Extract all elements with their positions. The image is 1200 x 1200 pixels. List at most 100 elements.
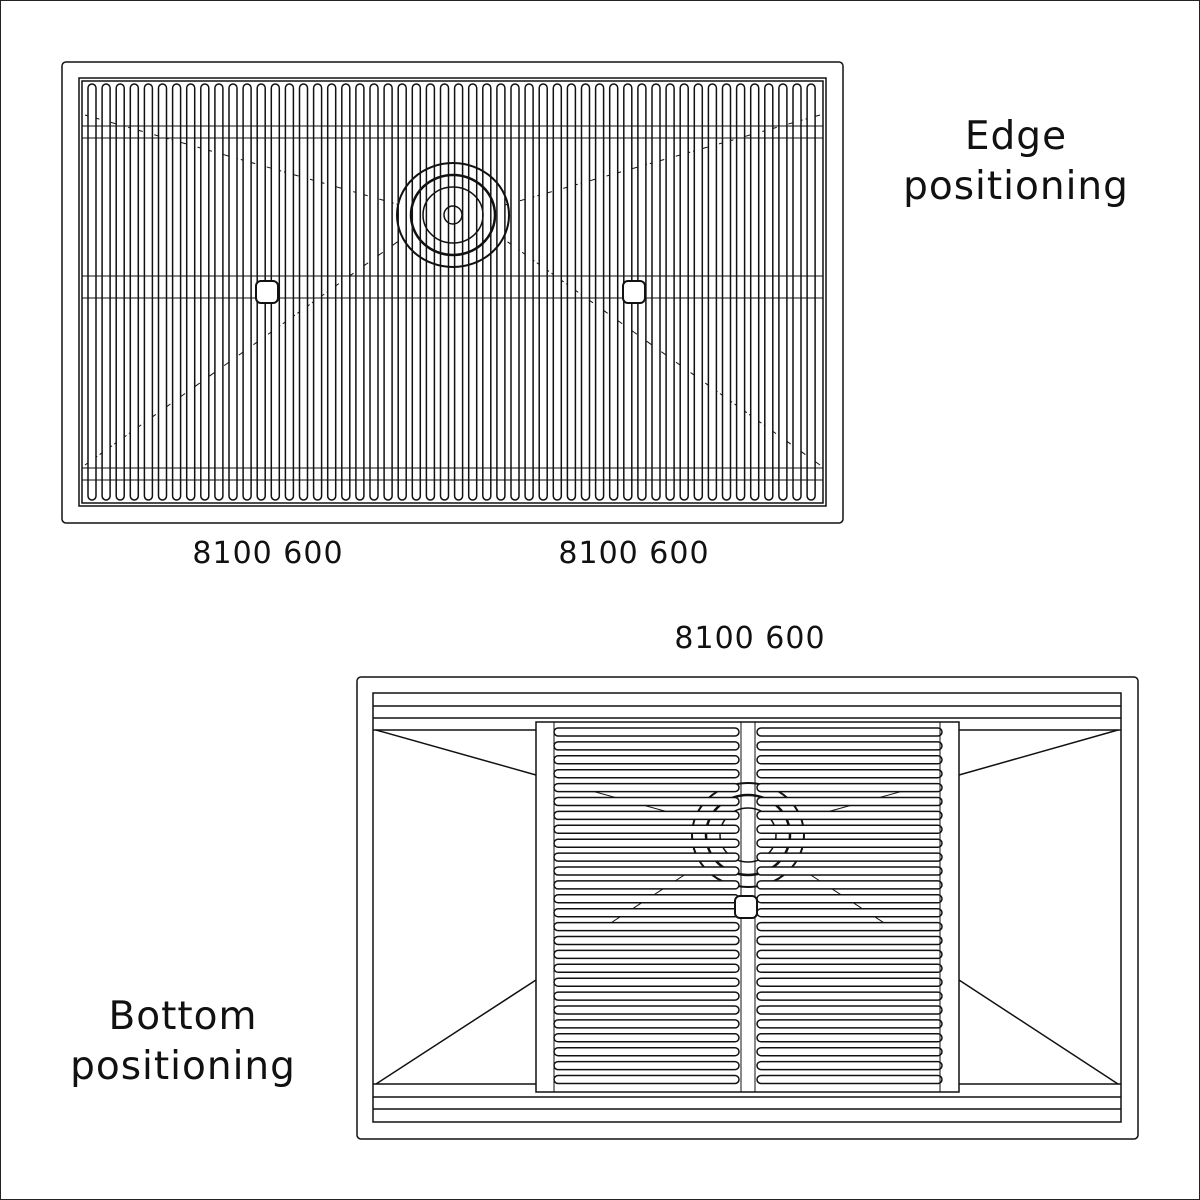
grid-slat: [756, 963, 943, 974]
grid-slat: [566, 83, 577, 501]
grid-slat: [482, 83, 492, 501]
grid-slat: [553, 921, 740, 932]
grid-slat: [228, 83, 238, 501]
grid-slat: [425, 83, 436, 501]
grid-slat: [185, 83, 196, 501]
grid-slat: [129, 83, 140, 501]
grid-slat: [756, 1074, 943, 1085]
model-label-bottom: 8100 600: [674, 621, 826, 656]
grid-slat: [756, 866, 943, 876]
grid-slat: [397, 83, 407, 501]
grid-frame: [81, 80, 824, 504]
drain-icon: [691, 782, 805, 888]
grid-slat: [756, 755, 943, 765]
grid-slat: [467, 83, 478, 501]
title-line-2: positioning: [70, 1044, 296, 1089]
grid-slat: [553, 1074, 740, 1085]
grid-slat: [553, 810, 740, 821]
grid-slat: [496, 83, 506, 501]
grid-slat: [806, 83, 816, 501]
grid-slat: [369, 83, 379, 501]
grid-slat: [553, 741, 740, 751]
grid-slat: [553, 963, 740, 974]
grid-slat: [143, 83, 154, 501]
edge-positioning-title: Edge positioning: [903, 112, 1129, 212]
grid-slat: [756, 1033, 943, 1043]
grid-slat: [756, 768, 943, 779]
grid-slat: [756, 852, 943, 862]
grid-slat: [553, 782, 740, 793]
grid-slat: [764, 83, 774, 501]
drain-icon: [396, 162, 510, 268]
grid-slat: [707, 83, 718, 501]
sink-basin: [372, 692, 1122, 1123]
grid-slat: [453, 83, 464, 501]
grid-slat: [756, 991, 943, 1001]
grid-slat: [756, 741, 943, 751]
grid-slat: [553, 1005, 740, 1015]
title-line-1: Bottom: [108, 994, 258, 1039]
bottom-positioning-sink: [356, 676, 1139, 1140]
vertical-slats: [82, 83, 823, 501]
grid-slat: [756, 949, 943, 960]
grid-slat: [553, 852, 740, 862]
grid-slat: [553, 768, 740, 779]
grid-slat: [553, 1046, 740, 1057]
grid-slat: [756, 921, 943, 932]
grid-slat: [439, 83, 450, 501]
bottom-positioning-title: Bottom positioning: [70, 992, 296, 1092]
grid-slat: [756, 977, 943, 987]
grid-slat: [553, 894, 740, 904]
grid-slat: [756, 782, 943, 793]
grid-slat: [756, 824, 943, 835]
grid-slat: [538, 83, 548, 501]
grid-slat: [553, 1033, 740, 1043]
grid-slat: [756, 880, 943, 890]
sink-basin: [78, 77, 827, 507]
sink-outer-rim: [356, 676, 1139, 1140]
grid-slat: [778, 83, 788, 501]
grid-connector: [734, 895, 758, 919]
basin-edge-lines: [373, 705, 1121, 1110]
grid-slat: [594, 83, 605, 501]
grid-slat: [553, 880, 740, 890]
grid-slat: [792, 83, 802, 501]
grid-slat: [101, 83, 111, 501]
grid-slat: [756, 727, 943, 737]
grid-slat: [411, 83, 422, 501]
grid-slat: [553, 838, 740, 848]
grid-slat: [553, 1060, 740, 1071]
grid-slat: [756, 810, 943, 821]
grid-slat: [341, 83, 351, 501]
grid-slat: [608, 83, 619, 501]
grid-slat: [756, 838, 943, 848]
grid-slat: [553, 727, 740, 737]
grid-slat: [553, 977, 740, 987]
model-label-edge-left: 8100 600: [192, 536, 344, 571]
grid-slat: [756, 935, 943, 946]
grid-slat: [383, 83, 393, 501]
grid-slat: [326, 83, 337, 501]
grid-slat: [665, 83, 675, 501]
grid-slat: [756, 907, 943, 918]
grid-slat: [756, 796, 943, 807]
grid-slat: [756, 1019, 943, 1029]
grid-slat: [524, 83, 534, 501]
grid-slat: [756, 1046, 943, 1057]
title-line-2: positioning: [903, 164, 1129, 209]
grid-slat: [312, 83, 323, 501]
grid-slat: [553, 1019, 740, 1029]
grid-slat: [553, 866, 740, 876]
grid-slat: [171, 83, 182, 501]
grid-slat: [298, 83, 309, 501]
grid-slat: [749, 83, 760, 501]
grid-slat: [552, 83, 563, 501]
grid-slat: [553, 991, 740, 1001]
grid-connector-left: [255, 280, 279, 304]
grid-slat: [756, 894, 943, 904]
grid-slat: [284, 83, 295, 501]
grid-slat: [580, 83, 591, 501]
grid-slat: [553, 949, 740, 960]
grid-connector-right: [622, 280, 646, 304]
